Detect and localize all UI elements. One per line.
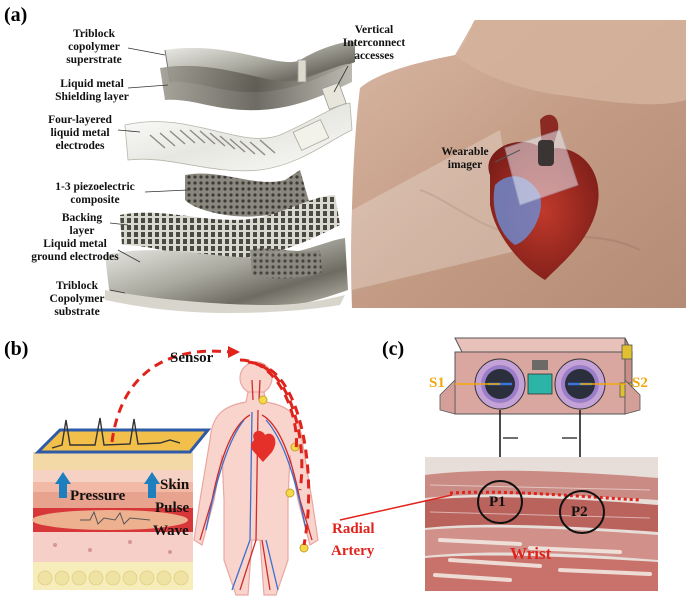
panel-b-label: (b) <box>4 338 29 360</box>
label-ground-electrodes: Liquid metal ground electrodes <box>31 238 119 263</box>
label-backing-layer: Backing layer <box>61 212 103 237</box>
label-vertical-interconnect: Vertical Interconnect accesses <box>342 24 406 62</box>
label-superstrate: Triblock copolymer superstrate <box>66 28 122 66</box>
sensor-label: Sensor <box>170 350 214 366</box>
wave-label: Wave <box>153 523 189 539</box>
panel-c-label: (c) <box>382 338 405 360</box>
sensor-housing <box>439 337 641 415</box>
skin-label: Skin <box>160 477 190 493</box>
pressure-label: Pressure <box>70 488 126 504</box>
pulse-label: Pulse <box>155 500 190 516</box>
wrist-label: Wrist <box>510 544 552 563</box>
panel-a-label: (a) <box>4 4 28 26</box>
s1-label: S1 <box>429 375 445 391</box>
artery-label: Artery <box>331 543 375 559</box>
p1-label: P1 <box>489 494 506 510</box>
label-four-layered-electrodes: Four-layered liquid metal electrodes <box>48 114 112 152</box>
label-piezo-composite: 1-3 piezoelectric composite <box>55 181 135 206</box>
p2-label: P2 <box>571 504 588 520</box>
wrist-anatomy-image <box>425 457 658 591</box>
label-substrate: Triblock Copolymer substrate <box>49 280 105 318</box>
s2-label: S2 <box>632 375 648 391</box>
skin-layer-diagram <box>32 417 212 590</box>
label-shielding-layer: Liquid metal Shielding layer <box>55 78 129 103</box>
radial-label: Radial <box>332 521 375 537</box>
label-wearable-imager: Wearable imager <box>441 146 489 171</box>
